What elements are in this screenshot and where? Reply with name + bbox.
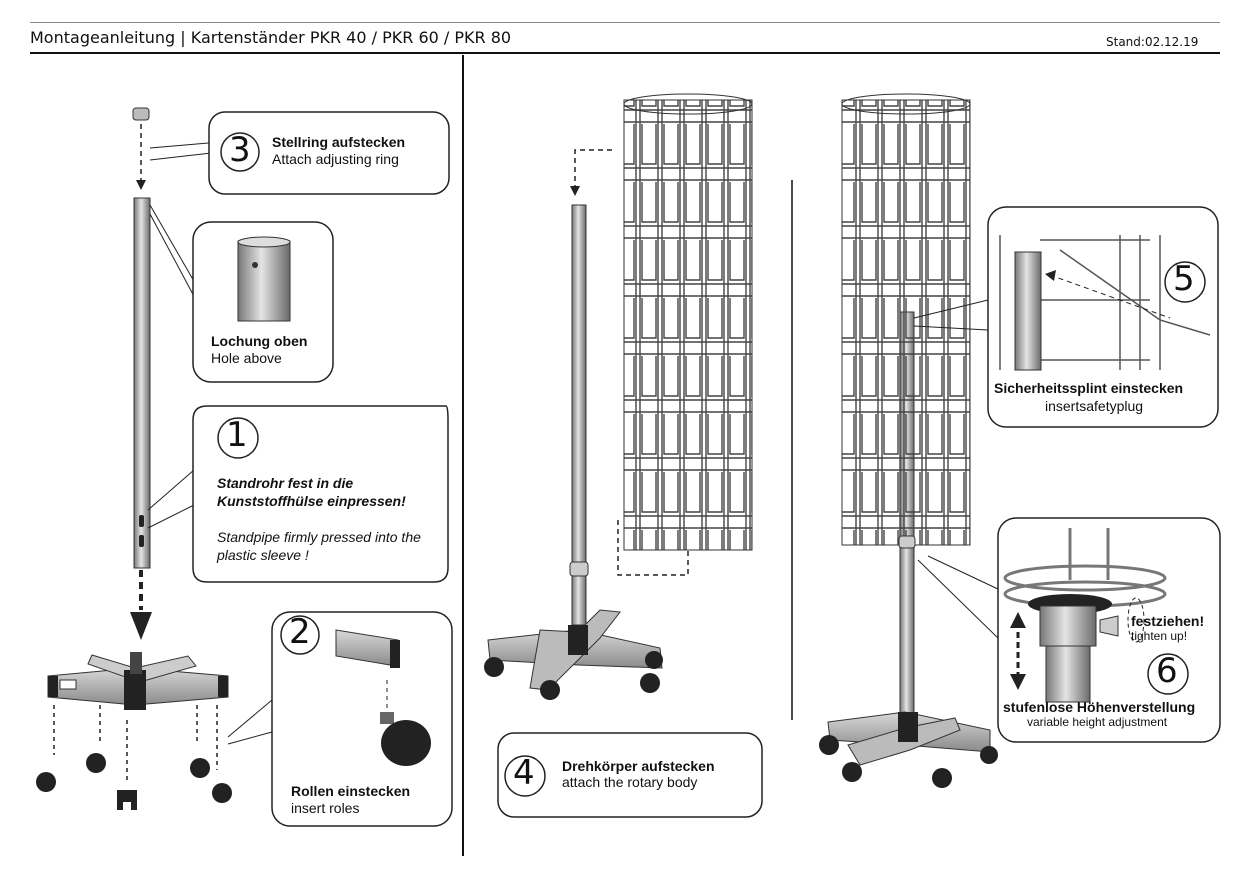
step-3-number: 3 (229, 130, 251, 170)
step-1-text-en: Standpipe firmly pressed into the plasti… (217, 529, 421, 563)
step-6-number: 6 (1156, 651, 1178, 691)
step-3-title-en: Attach adjusting ring (272, 151, 399, 167)
step-4-circle (504, 755, 546, 797)
tighten-label-en: tighten up! (1131, 629, 1188, 643)
step-1-text-de: Standrohr fest in die Kunststoffhülse ei… (217, 475, 406, 509)
step-4-title-en: attach the rotary body (562, 774, 698, 790)
hole-label-en: Hole above (211, 350, 282, 366)
step-1-circle (217, 417, 259, 459)
step-5-number: 5 (1173, 259, 1195, 299)
adjusting-ring (132, 107, 150, 121)
standpipe (133, 197, 151, 569)
step-3-circle (220, 132, 260, 172)
callout-step-4 (497, 732, 763, 818)
step-5-circle (1164, 261, 1206, 303)
rotary-body (841, 99, 971, 546)
callout-step-1 (192, 405, 449, 583)
step-1-number: 1 (226, 415, 248, 455)
step-6-title-de: stufenlose Höhenverstellung (1003, 699, 1196, 715)
rotary-body (623, 99, 753, 551)
step-5-title-de: Sicherheitssplint einstecken (994, 380, 1184, 396)
step-4-number: 4 (513, 753, 535, 793)
step-6-circle (1147, 653, 1189, 695)
header-bottom-rule (30, 52, 1220, 54)
callout-step-2 (271, 611, 453, 827)
step-6-title-en: variable height adjustment (1027, 715, 1168, 729)
step-2-title-en: insert roles (291, 800, 360, 816)
step-3-title-de: Stellring aufstecken (272, 134, 406, 150)
callout-step-3 (208, 111, 450, 195)
tighten-label-de: festziehen! (1131, 613, 1205, 629)
header-top-rule (30, 22, 1220, 23)
step-5-title-en: insertsafetyplug (1045, 398, 1144, 414)
hole-label-de: Lochung oben (211, 333, 308, 349)
step-2-title-de: Rollen einstecken (291, 783, 411, 799)
step-2-number: 2 (289, 612, 311, 652)
step-4-title-de: Drehkörper aufstecken (562, 758, 715, 774)
document-title: Montageanleitung | Kartenständer PKR 40 … (30, 28, 512, 47)
step-2-circle (280, 615, 320, 655)
document-date: Stand:02.12.19 (1106, 35, 1199, 49)
